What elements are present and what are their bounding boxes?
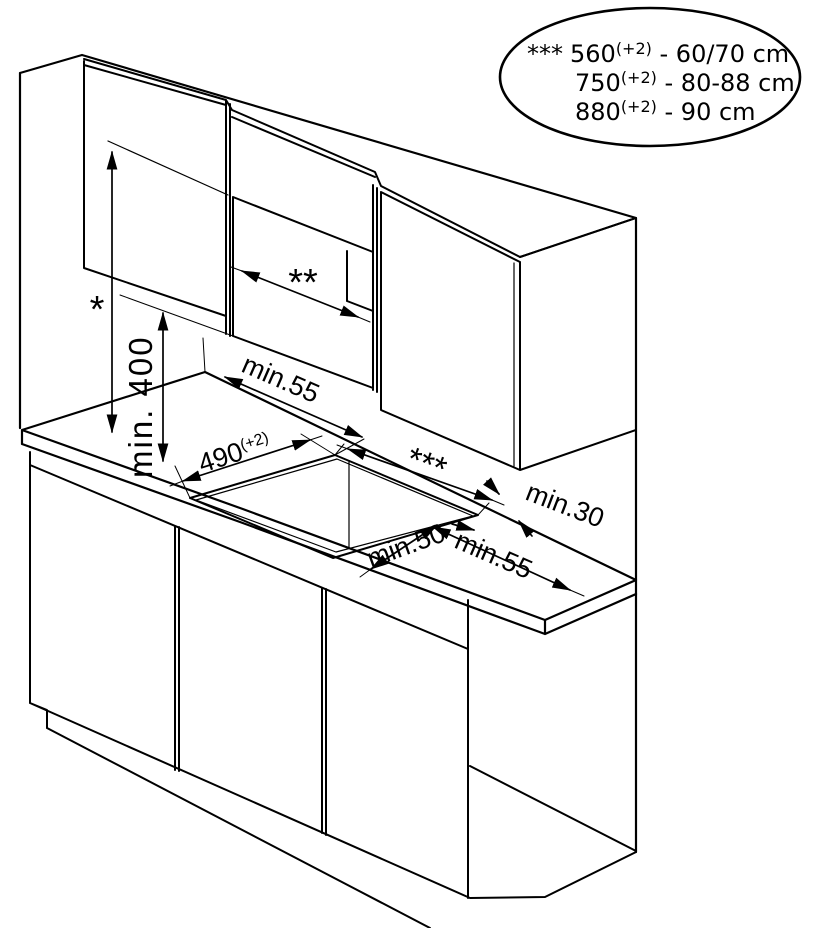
- callout-line-3: 880(+2) - 90 cm: [575, 97, 756, 126]
- callout-line-2-suffix: - 80-88 cm: [657, 69, 795, 97]
- wall-outline: [18, 53, 638, 854]
- callout-line-1-value: 560: [570, 40, 616, 68]
- label-min400: min. 400: [122, 335, 159, 478]
- dim-min55-lower-arrow: [431, 526, 572, 591]
- upper-cabinets: [83, 60, 637, 471]
- callout-line-2-tolerance: (+2): [621, 68, 657, 87]
- upper-cabinet-left-inner-line: [107, 140, 229, 196]
- callout-line-1-tolerance: (+2): [616, 39, 652, 58]
- label-min50: min.50: [363, 518, 449, 574]
- callout-line-2-value: 750: [575, 69, 621, 97]
- dim-cutout-depth-extensions: [169, 433, 336, 499]
- callout-line-1-suffix: - 60/70 cm: [652, 40, 789, 68]
- dim-cutout-depth-arrow: [181, 439, 312, 482]
- dim-min30-leader-upper: [483, 477, 500, 495]
- label-triple-star: ***: [401, 440, 451, 489]
- cutout-depth-tolerance: (+2): [238, 429, 271, 454]
- label-cutout-depth: 490(+2): [195, 427, 275, 478]
- label-star: *: [90, 289, 105, 331]
- label-min55-lower: min.55: [451, 525, 537, 585]
- dim-min55-lower-extension: [569, 589, 585, 597]
- upper-cabinet-left: [83, 60, 231, 337]
- upper-cabinet-right: [380, 191, 637, 471]
- callout-line-3-value: 880: [575, 98, 621, 126]
- callout-ellipse: [498, 6, 802, 148]
- dim-cutout-width-arrow: [346, 448, 494, 501]
- base-cabinets-outline: [29, 451, 637, 928]
- dim-hood-width-arrow: [240, 270, 360, 318]
- dim-cutout-width-extensions: [334, 443, 505, 516]
- dim-min55-upper-extensions: [202, 337, 365, 456]
- dim-min55-upper-arrow: [223, 376, 364, 438]
- callout-line-3-tolerance: (+2): [621, 97, 657, 116]
- dim-hood-width-extensions: [230, 266, 371, 323]
- label-min30: min.30: [522, 477, 608, 534]
- callout-line-3-suffix: - 90 cm: [657, 98, 756, 126]
- dim-min400-reference-line: [119, 294, 234, 337]
- dim-min50-extension: [359, 568, 372, 578]
- size-callout: ***560(+2) - 60/70 cm 750(+2) - 80-88 cm…: [498, 6, 802, 148]
- callout-line-1: ***560(+2) - 60/70 cm: [527, 39, 789, 68]
- callout-line-1-prefix: ***: [527, 40, 563, 68]
- dimension-lines: [106, 150, 585, 597]
- dim-min50-arrow: [369, 524, 439, 570]
- label-min55-upper: min.55: [238, 349, 324, 409]
- base-cabinets: [29, 451, 637, 928]
- label-double-star: **: [288, 262, 318, 304]
- callout-line-2: 750(+2) - 80-88 cm: [575, 68, 795, 97]
